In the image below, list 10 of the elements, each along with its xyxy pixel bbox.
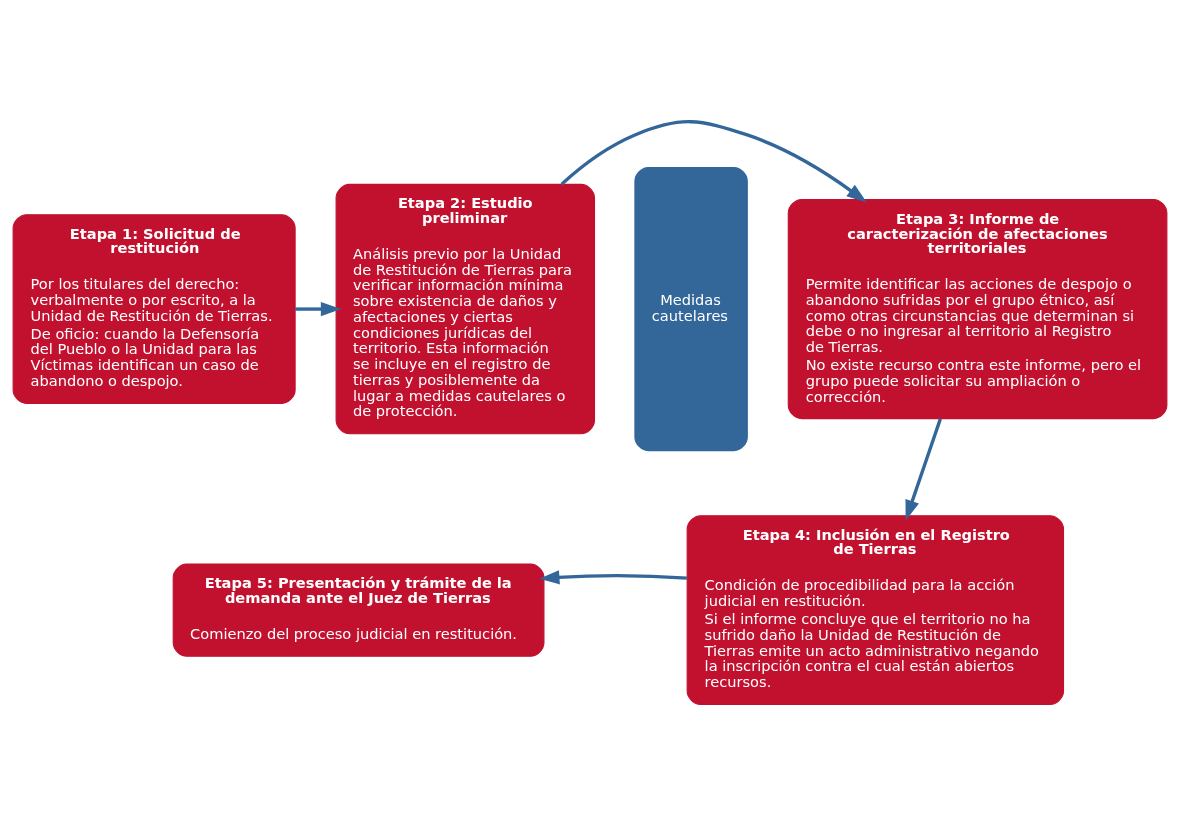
arrow xyxy=(905,417,942,520)
node-box: Etapa 3: Informe de caracterización de afectaciones territoriales Permite identificar las acciones de despojo o abandono sufridas por el grupo étnico, así como otras circunstancias que determinan si debe o no ingresar al territorio al Registro de Tierras. No existe recurso contra este informe, pero el grupo puede solicitar su ampliación o corrección. xyxy=(787,198,1168,419)
arrow xyxy=(560,119,867,203)
node-box: Etapa 2: Estudio preliminar Análisis previo por la Unidad de Restitución de Tierras para verificar información mínima sobre existencia de daños y afectaciones y ciertas condiciones jurídicas del territorio. Esta información se incluye en el registro de tierras y posiblemente da lugar a medidas cautelares o de protección. xyxy=(335,183,596,434)
arrow xyxy=(295,301,342,316)
node-box: Etapa 4: Inclusión en el Registro de Tierras Condición de procedibilidad para la acción judicial en restitución. Si el informe concluye que el territorio no ha sufrido daño la Unidad de Restitución de Tierras emite un acto administrativo negando la inscripción contra el cual están abiertos recursos. xyxy=(686,514,1065,705)
node-box: Etapa 5: Presentación y trámite de la demanda ante el Juez de Tierras Comienzo del proceso judicial en restitución. xyxy=(172,563,545,657)
node-box: Etapa 1: Solicitud de restitución Por los titulares del derecho: verbalmente o por escrito, a la Unidad de Restitución de Tierras. De oficio: cuando la Defensoría del Pueblo o la Unidad para las Víctimas identifican un caso de abandono o despojo. xyxy=(12,213,296,404)
arrow xyxy=(539,569,687,584)
node-box: Medidas cautelares xyxy=(634,166,748,451)
